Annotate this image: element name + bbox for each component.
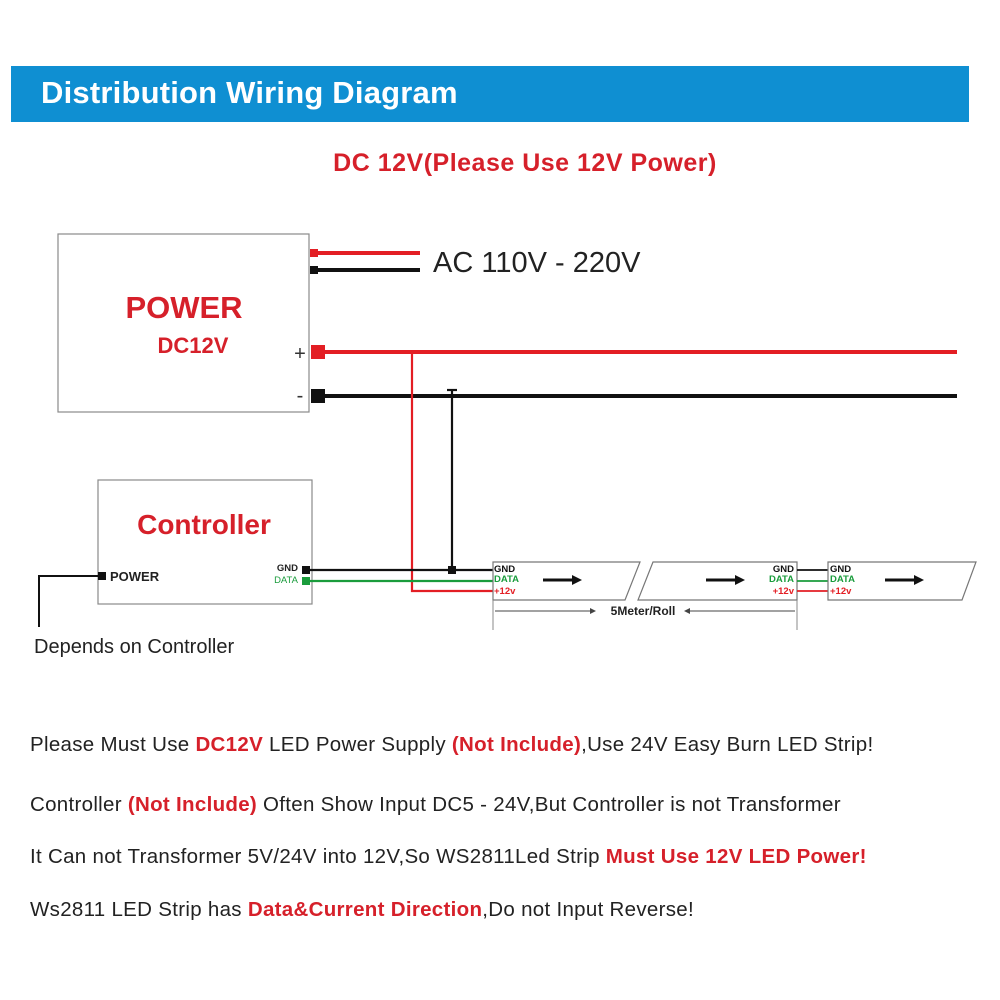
strip1-12v-label: +12v (494, 586, 516, 597)
plus-terminal (311, 345, 325, 359)
strip2-12v-label: +12v (773, 586, 795, 597)
controller-input-wire (38, 575, 98, 627)
controller-box (97, 479, 313, 605)
power-title: POWER (125, 290, 242, 325)
direction-arrow-3 (885, 575, 924, 585)
controller-note: Depends on Controller (34, 636, 234, 658)
note-transformer: It Can not Transformer 5V/24V into 12V,S… (30, 845, 867, 868)
ac-label: AC 110V - 220V (433, 247, 641, 279)
direction-arrow-1 (543, 575, 582, 585)
roll-length-label: 5Meter/Roll (611, 604, 676, 618)
controller-power-terminal (98, 572, 106, 580)
roll-length-dimension (492, 600, 798, 630)
strip2-data-label: DATA (769, 574, 794, 585)
page-title: Distribution Wiring Diagram (41, 75, 458, 110)
minus-sign: - (297, 385, 304, 407)
strip3-gnd-label: GND (830, 564, 851, 575)
controller-power-label: POWER (110, 569, 160, 584)
strip1-gnd-label: GND (494, 564, 515, 575)
controller-data-label: DATA (274, 575, 299, 586)
strip2-gnd-label: GND (773, 564, 794, 575)
note-direction: Ws2811 LED Strip has Data&Current Direct… (30, 898, 694, 921)
note-power-supply: Please Must Use DC12V LED Power Supply (… (30, 733, 874, 756)
controller-data-terminal (302, 577, 310, 585)
ac-black-terminal (310, 266, 318, 274)
strip1-data-label: DATA (494, 574, 519, 585)
note-controller: Controller (Not Include) Often Show Inpu… (30, 793, 841, 816)
controller-title: Controller (137, 509, 271, 540)
controller-gnd-terminal (302, 566, 310, 574)
title-banner: Distribution Wiring Diagram (11, 66, 969, 122)
strip3-data-label: DATA (830, 574, 855, 585)
direction-arrow-2 (706, 575, 745, 585)
controller-gnd-label: GND (277, 563, 298, 574)
power-voltage: DC12V (158, 333, 229, 358)
subtitle: DC 12V(Please Use 12V Power) (333, 149, 717, 177)
strip3-12v-label: +12v (830, 586, 852, 597)
minus-terminal (311, 389, 325, 403)
plus-sign: + (294, 343, 306, 365)
power-box (57, 233, 310, 413)
plus-branch-wire (410, 352, 493, 593)
ac-red-terminal (310, 249, 318, 257)
